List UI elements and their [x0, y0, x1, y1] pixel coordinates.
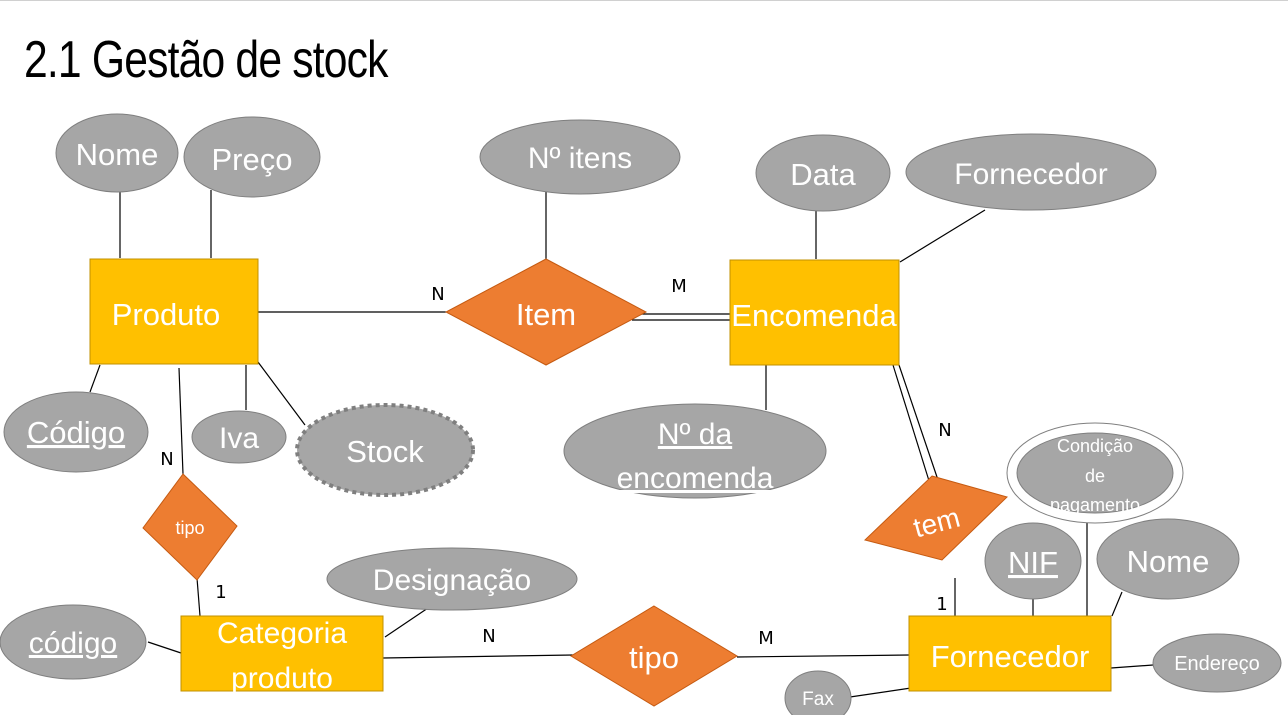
- attribute-numero-encomenda: Nº da encomenda: [563, 403, 827, 499]
- key-attribute-label: NIF: [1008, 545, 1058, 580]
- attribute-label: Iva: [219, 422, 259, 455]
- entity-categoria-produto: Categoria produto: [180, 615, 384, 695]
- attribute-iva: Iva: [191, 410, 287, 464]
- attribute-label: Nº itens: [528, 142, 632, 175]
- relationship-label: tipo: [175, 518, 204, 538]
- attribute-data: Data: [755, 134, 891, 212]
- entity-label: Produto: [112, 297, 221, 332]
- entity-encomenda: Encomenda: [729, 259, 900, 366]
- relationship-tipo-produto: tipo: [142, 473, 238, 581]
- attribute-designacao: Designação: [326, 547, 578, 611]
- attribute-preco: Preço: [183, 116, 321, 198]
- entity-produto: Produto: [89, 258, 259, 365]
- relationship-label: Item: [516, 297, 576, 332]
- key-attribute-label-line2: encomenda: [617, 462, 774, 495]
- entity-label: Fornecedor: [931, 639, 1090, 674]
- attribute-codigo-categoria: código: [0, 604, 147, 680]
- cardinality-label: N: [431, 284, 444, 305]
- page-title: 2.1 Gestão de stock: [24, 31, 388, 89]
- attribute-nif: NIF: [984, 522, 1082, 600]
- attribute-codigo-produto: Código: [3, 391, 149, 473]
- attribute-label: Data: [790, 157, 856, 192]
- cardinality-label: 1: [936, 594, 947, 615]
- attribute-fax: Fax: [784, 670, 852, 715]
- attribute-label: Preço: [212, 142, 293, 177]
- cardinality-label: 1: [215, 582, 226, 603]
- entity-label-line2: produto: [231, 662, 333, 695]
- cardinality-label: M: [671, 276, 687, 297]
- cardinality-label: N: [160, 449, 173, 470]
- connector-lines: [89, 190, 1154, 698]
- attribute-nome-produto: Nome: [55, 113, 179, 193]
- attribute-label-line2: de: [1085, 466, 1105, 486]
- key-attribute-label: Código: [27, 415, 125, 450]
- attribute-label: Nome: [1127, 544, 1210, 579]
- attribute-label: Fornecedor: [954, 158, 1107, 191]
- relationship-tipo-categoria: tipo: [570, 605, 738, 707]
- top-border: [0, 0, 1288, 1]
- attribute-endereco: Endereço: [1152, 633, 1282, 693]
- multivalued-attribute-condicao-pagamento: Condição de pagamento: [1006, 422, 1184, 524]
- derived-attribute-stock: Stock: [295, 403, 475, 497]
- attribute-label: Fax: [802, 689, 834, 710]
- attribute-label: Designação: [373, 564, 531, 597]
- relationship-item: Item: [444, 258, 648, 366]
- cardinality-labels: N M N 1 N 1 N M: [160, 276, 951, 649]
- cardinality-label: M: [758, 628, 774, 649]
- attribute-fornecedor-encomenda: Fornecedor: [905, 133, 1157, 211]
- attribute-nome-fornecedor: Nome: [1096, 518, 1240, 600]
- attribute-label: Endereço: [1174, 653, 1260, 675]
- relationship-label: tipo: [629, 640, 679, 675]
- cardinality-label: N: [482, 626, 495, 647]
- entity-label: Encomenda: [731, 298, 897, 333]
- attribute-label: Nome: [76, 137, 159, 172]
- key-attribute-label-line1: Nº da: [658, 418, 733, 451]
- attribute-label-line3: pagamento: [1050, 495, 1140, 515]
- entity-label-line1: Categoria: [217, 617, 347, 650]
- attribute-label: Stock: [346, 434, 424, 469]
- cardinality-label: N: [938, 420, 951, 441]
- relationship-tem: tem: [864, 475, 1008, 561]
- attribute-n-itens: Nº itens: [479, 119, 681, 195]
- attribute-label-line1: Condição: [1057, 436, 1133, 456]
- key-attribute-label: código: [29, 627, 117, 660]
- entity-fornecedor: Fornecedor: [908, 615, 1112, 692]
